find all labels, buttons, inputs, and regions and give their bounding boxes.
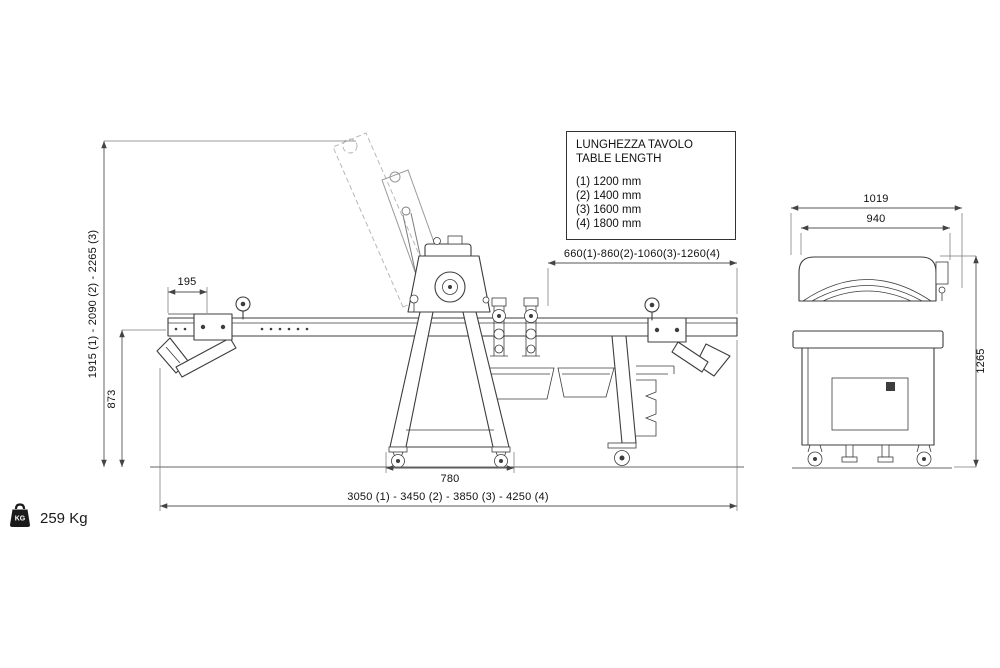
dim-table-height-label: 873 — [106, 390, 118, 409]
dim-end-body-width-label: 940 — [867, 213, 886, 225]
end-view — [792, 256, 952, 469]
dim-end-body-width: 940 — [800, 213, 951, 260]
dough-guide-mechanisms — [490, 297, 540, 357]
legend-option-1: (1) 1200 mm — [576, 176, 642, 188]
right-table-support — [644, 297, 731, 377]
sheeter-head — [407, 235, 491, 313]
dim-base-width-label: 780 — [441, 473, 460, 485]
weight-value: 259 Kg — [40, 510, 88, 527]
side-handle — [935, 261, 949, 301]
body-cabinet — [801, 347, 935, 446]
side-view — [150, 132, 744, 468]
weight-spec: KG 259 Kg — [8, 502, 88, 529]
left-table-support — [156, 296, 251, 378]
dim-table-rear-offset-label: 195 — [178, 276, 197, 288]
dim-table-extension-label: 660(1)-860(2)-1060(3)-1260(4) — [564, 248, 720, 260]
weight-kg-icon: KG — [10, 503, 30, 527]
legend-title-italian: LUNGHEZZA TAVOLO — [576, 139, 693, 151]
dim-overall-length-label: 3050 (1) - 3450 (2) - 3850 (3) - 4250 (4… — [347, 491, 548, 503]
dim-table-rear-offset: 195 — [167, 276, 208, 313]
dimension-annotations: 1915 (1) - 2090 (2) - 2265 (3) 873 195 6… — [87, 140, 987, 511]
legend-option-3: (3) 1600 mm — [576, 204, 642, 216]
legend-title-english: TABLE LENGTH — [576, 153, 662, 165]
dim-end-overall-width: 1019 — [790, 193, 963, 288]
dim-end-height: 1265 — [940, 255, 987, 468]
panel-switch — [886, 382, 895, 391]
right-support-leg — [607, 335, 675, 466]
stand-casters — [388, 446, 511, 468]
table-beam — [167, 313, 738, 337]
dim-base-width: 780 — [385, 452, 515, 485]
dim-end-height-label: 1265 — [975, 348, 987, 373]
weight-icon-text: KG — [15, 516, 26, 523]
dim-end-overall-width-label: 1019 — [863, 193, 888, 205]
rear-panel — [831, 377, 909, 431]
legend-option-2: (2) 1400 mm — [576, 190, 642, 202]
dim-overall-height-label: 1915 (1) - 2090 (2) - 2265 (3) — [87, 230, 99, 378]
table-length-legend: LUNGHEZZA TAVOLO TABLE LENGTH (1) 1200 m… — [566, 131, 736, 240]
hood — [798, 256, 937, 301]
feed-tray — [792, 330, 944, 349]
end-view-casters — [807, 444, 932, 467]
dim-table-extension: 660(1)-860(2)-1060(3)-1260(4) — [547, 248, 738, 314]
dim-overall-height: 1915 (1) - 2090 (2) - 2265 (3) — [87, 140, 356, 467]
dim-overall-length: 3050 (1) - 3450 (2) - 3850 (3) - 4250 (4… — [159, 340, 738, 511]
dim-table-height: 873 — [106, 329, 166, 467]
legend-option-4: (4) 1800 mm — [576, 218, 642, 230]
collection-trays — [485, 367, 615, 400]
